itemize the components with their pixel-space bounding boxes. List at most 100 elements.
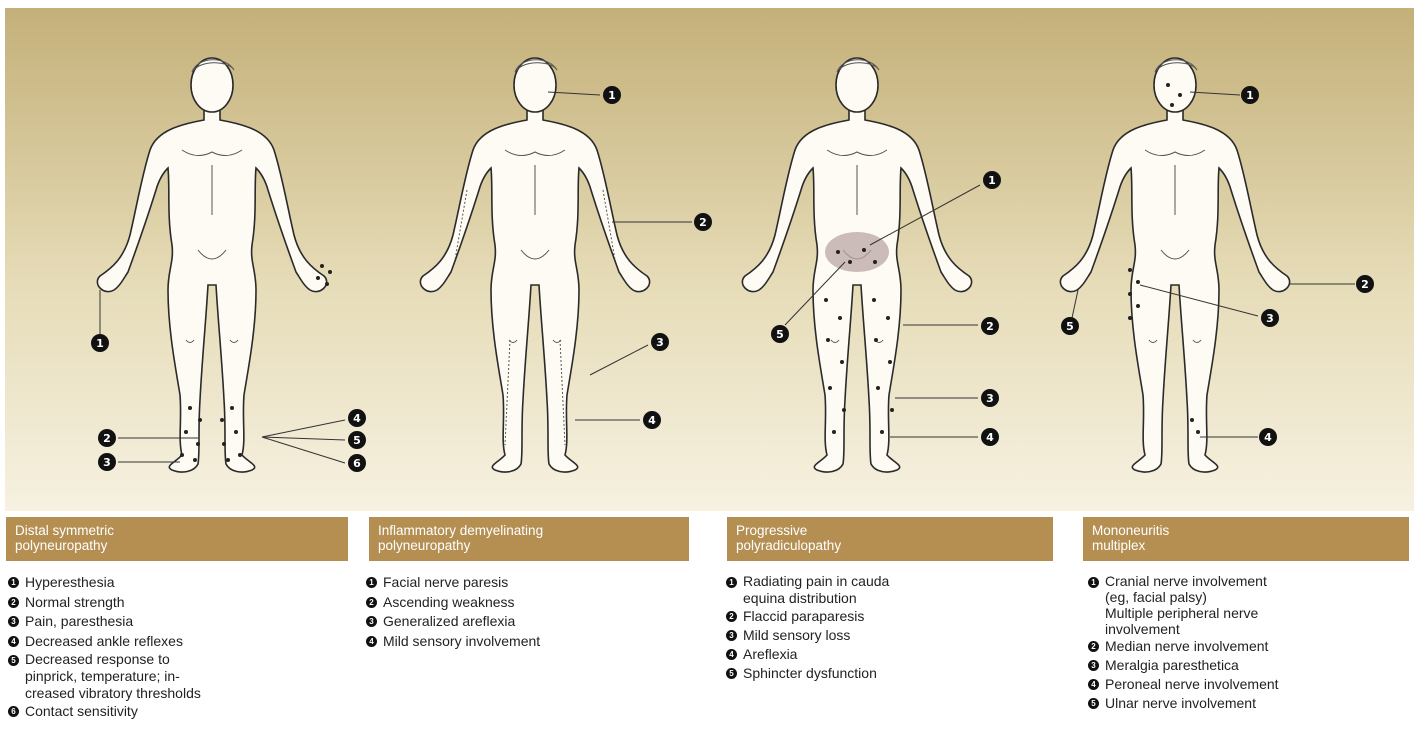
legend-text: Meralgia paresthetica [1105, 657, 1239, 673]
legend-text: Normal strength [25, 594, 125, 610]
callout-marker: 3 [651, 333, 669, 351]
callout-number: 3 [656, 336, 664, 349]
legend-text: Radiating pain in cauda equina distribut… [743, 573, 889, 606]
callout-number: 4 [986, 431, 994, 444]
number-badge: 1 [8, 577, 19, 588]
callout-marker: 4 [1259, 428, 1277, 446]
number-badge: 4 [726, 649, 737, 660]
legend-text: Ulnar nerve involvement [1105, 695, 1256, 711]
legend-item: 3 Mild sensory loss [726, 626, 1046, 645]
callout-marker: 1 [603, 86, 621, 104]
number-badge: 3 [1088, 660, 1099, 671]
callout-number: 3 [1266, 312, 1274, 325]
legend-text: Sphincter dysfunction [743, 665, 877, 681]
number-badge: 2 [726, 611, 737, 622]
callout-number: 2 [1361, 278, 1369, 291]
legend-mononeuritis: 1 Cranial nerve involvement (eg, facial p… [1088, 573, 1414, 713]
legend-text: Ascending weakness [383, 594, 515, 610]
legend-text: Peroneal nerve involvement [1105, 676, 1279, 692]
legend-text: Pain, paresthesia [25, 613, 133, 629]
callout-marker: 5 [771, 325, 789, 343]
callout-marker: 4 [981, 428, 999, 446]
callout-marker: 2 [694, 213, 712, 231]
number-badge: 4 [8, 636, 19, 647]
number-badge: 5 [726, 668, 737, 679]
callout-number: 1 [96, 337, 104, 350]
legend-item: 1 Cranial nerve involvement (eg, facial p… [1088, 573, 1414, 637]
callout-marker: 2 [1356, 275, 1374, 293]
callout-number: 4 [648, 414, 656, 427]
callout-marker: 4 [348, 409, 366, 427]
legend-item: 5Decreased response to pinprick, tempera… [8, 651, 348, 702]
callout-marker: 1 [91, 334, 109, 352]
number-badge: 2 [1088, 641, 1099, 652]
legend-text: Flaccid paraparesis [743, 608, 864, 624]
callout-number: 1 [988, 174, 996, 187]
callout-marker: 6 [348, 454, 366, 472]
panel-title-line2: polyneuropathy [15, 538, 339, 553]
callout-marker: 3 [98, 453, 116, 471]
callout-marker: 2 [98, 429, 116, 447]
legend-text: Mild sensory involvement [383, 633, 540, 649]
legend-item: 1 Radiating pain in cauda equina distribu… [726, 573, 1046, 607]
legend-text: Contact sensitivity [25, 703, 138, 719]
legend-item: 2 Flaccid paraparesis [726, 607, 1046, 626]
callout-marker: 2 [981, 317, 999, 335]
legend-progressive: 1 Radiating pain in cauda equina distribu… [726, 573, 1046, 683]
callout-number: 3 [103, 456, 111, 469]
number-badge: 5 [8, 655, 19, 666]
number-badge: 3 [8, 616, 19, 627]
legend-text: Facial nerve paresis [383, 574, 508, 590]
callout-number: 3 [986, 392, 994, 405]
callout-marker: 1 [983, 171, 1001, 189]
cauda-equina-area [825, 232, 889, 272]
legend-item: 2Normal strength [8, 593, 348, 613]
callout-number: 4 [353, 412, 361, 425]
legend-text: Mild sensory loss [743, 627, 850, 643]
callout-number: 2 [103, 432, 111, 445]
number-badge: 1 [726, 577, 737, 588]
legend-item: 4 Mild sensory involvement [366, 632, 686, 652]
legend-item: 4 Areflexia [726, 645, 1046, 664]
callout-marker: 3 [1261, 309, 1279, 327]
panel-header-inflammatory: Inflammatory demyelinating polyneuropath… [369, 517, 689, 561]
legend-item: 1 Facial nerve paresis [366, 573, 686, 593]
panel-title-line1: Progressive [736, 523, 1044, 538]
callout-marker: 5 [348, 431, 366, 449]
callout-marker: 5 [1061, 317, 1079, 335]
callout-number: 5 [1066, 320, 1074, 333]
legend-text: Cranial nerve involvement (eg, facial pa… [1105, 573, 1267, 637]
number-badge: 3 [726, 630, 737, 641]
legend-text: Median nerve involvement [1105, 638, 1268, 654]
number-badge: 5 [1088, 698, 1099, 709]
number-badge: 6 [8, 706, 19, 717]
legend-item: 3 Pain, paresthesia [8, 612, 348, 632]
callout-number: 2 [699, 216, 707, 229]
legend-item: 1 Hyperesthesia [8, 573, 348, 593]
callout-number: 2 [986, 320, 994, 333]
legend-item: 3 Meralgia paresthetica [1088, 656, 1414, 675]
number-badge: 4 [366, 636, 377, 647]
panel-title-line2: multiplex [1092, 538, 1400, 553]
panel-header-mononeuritis: Mononeuritis multiplex [1083, 517, 1409, 561]
legend-text: Hyperesthesia [25, 574, 115, 590]
legend-item: 5 Ulnar nerve involvement [1088, 694, 1414, 713]
legend-item: 5 Sphincter dysfunction [726, 664, 1046, 683]
panel-title-line1: Mononeuritis [1092, 523, 1400, 538]
panel-header-distal-symmetric: Distal symmetric polyneuropathy [6, 517, 348, 561]
callout-number: 6 [353, 457, 361, 470]
legend-text: Areflexia [743, 646, 797, 662]
panel-header-progressive: Progressive polyradiculopathy [727, 517, 1053, 561]
callout-number: 1 [1246, 89, 1254, 102]
number-badge: 1 [366, 577, 377, 588]
callout-number: 4 [1264, 431, 1272, 444]
number-badge: 1 [1088, 577, 1099, 588]
legend-item: 4Peroneal nerve involvement [1088, 675, 1414, 694]
callout-number: 5 [776, 328, 784, 341]
panel-title-line2: polyradiculopathy [736, 538, 1044, 553]
callout-number: 1 [608, 89, 616, 102]
